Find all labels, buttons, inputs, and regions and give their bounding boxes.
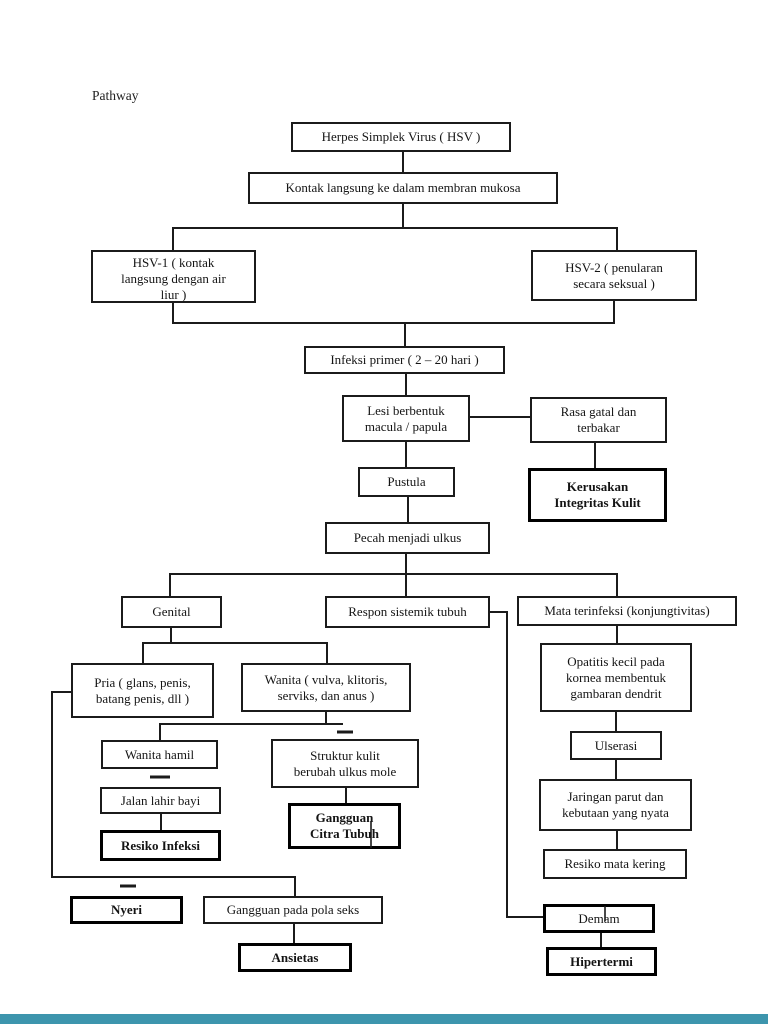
node-rasa-gatal: Rasa gatal dan terbakar [530, 397, 667, 443]
node-wanita-hamil: Wanita hamil [101, 740, 218, 769]
node-pustula: Pustula [358, 467, 455, 497]
node-opatitis: Opatitis kecil pada kornea membentuk gam… [540, 643, 692, 712]
node-mata-terinfeksi: Mata terinfeksi (konjungtivitas) [517, 596, 737, 626]
node-kontak-langsung: Kontak langsung ke dalam membran mukosa [248, 172, 558, 204]
node-kerusakan-integritas-kulit: Kerusakan Integritas Kulit [528, 468, 667, 522]
node-demam: Demam [543, 904, 655, 933]
node-resiko-infeksi: Resiko Infeksi [100, 830, 221, 861]
node-hsv-1: HSV-1 ( kontak langsung dengan air liur … [91, 250, 256, 303]
page-title: Pathway [92, 88, 139, 103]
node-gangguan-citra-tubuh: Gangguan Citra Tubuh [288, 803, 401, 849]
viewer-footer-strip [0, 1014, 768, 1024]
node-jaringan-parut: Jaringan parut dan kebutaan yang nyata [539, 779, 692, 831]
node-lesi-berbentuk: Lesi berbentuk macula / papula [342, 395, 470, 442]
node-herpes-simplex-virus: Herpes Simplek Virus ( HSV ) [291, 122, 511, 152]
node-respon-sistemik: Respon sistemik tubuh [325, 596, 490, 628]
node-gangguan-pola-seks: Gangguan pada pola seks [203, 896, 383, 924]
node-infeksi-primer: Infeksi primer ( 2 – 20 hari ) [304, 346, 505, 374]
node-jalan-lahir-bayi: Jalan lahir bayi [100, 787, 221, 814]
node-pecah-menjadi-ulkus: Pecah menjadi ulkus [325, 522, 490, 554]
node-wanita: Wanita ( vulva, klitoris, serviks, dan a… [241, 663, 411, 712]
node-hsv-2: HSV-2 ( penularan secara seksual ) [531, 250, 697, 301]
node-struktur-kulit: Struktur kulit berubah ulkus mole [271, 739, 419, 788]
node-nyeri: Nyeri [70, 896, 183, 924]
node-genital: Genital [121, 596, 222, 628]
node-ansietas: Ansietas [238, 943, 352, 972]
node-hipertermi: Hipertermi [546, 947, 657, 976]
node-ulserasi: Ulserasi [570, 731, 662, 760]
node-resiko-mata-kering: Resiko mata kering [543, 849, 687, 879]
node-pria: Pria ( glans, penis, batang penis, dll ) [71, 663, 214, 718]
